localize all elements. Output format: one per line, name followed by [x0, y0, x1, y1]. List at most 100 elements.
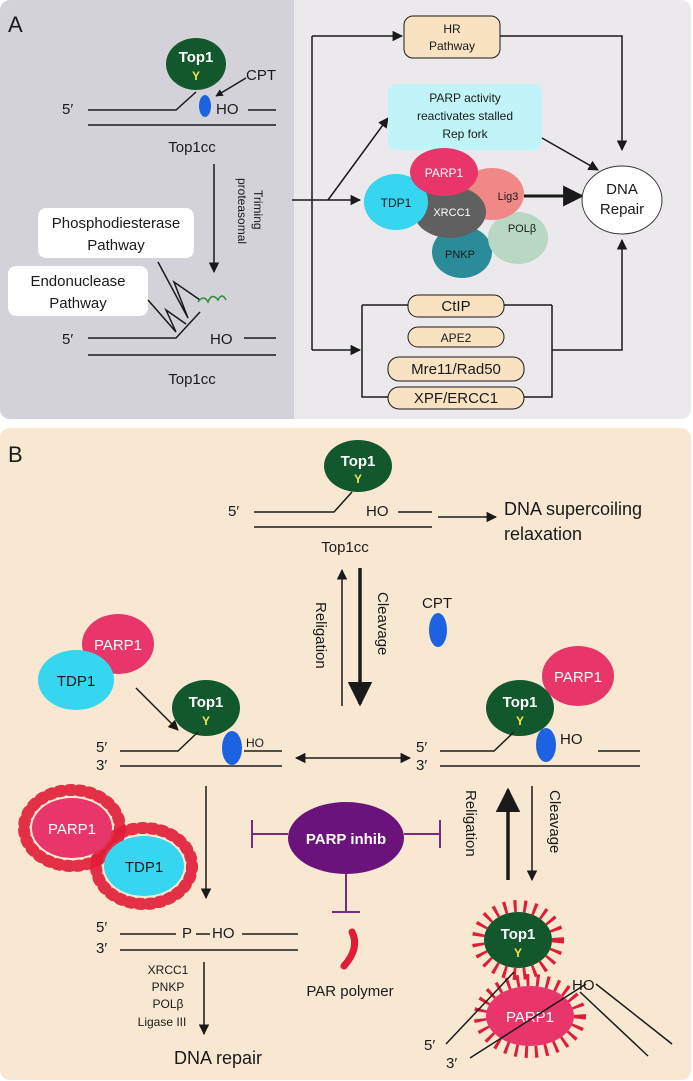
svg-text:Pathway: Pathway [429, 39, 475, 53]
dna-repair-node: DNA Repair [581, 165, 663, 235]
five-prime-repair: 5′ [96, 919, 107, 936]
repair-factors: XRCC1 PNKP POLβ Ligase III [138, 962, 210, 1036]
svg-text:Ligase III: Ligase III [138, 1015, 187, 1029]
cpt-b-right [536, 728, 556, 762]
cpt-b-label: CPT [422, 595, 452, 612]
repair-complex: PARP1 Lig3 TDP1 XRCC1 POLβ PNKP [364, 148, 548, 278]
five-prime-label-2: 5′ [62, 331, 73, 348]
svg-text:Y: Y [202, 714, 210, 728]
svg-text:Phosphodiesterase: Phosphodiesterase [52, 215, 180, 232]
svg-text:TDP1: TDP1 [381, 196, 412, 210]
ho-b-bottom: HO [572, 977, 595, 994]
five-prime-b-right: 5′ [416, 739, 427, 756]
svg-text:TDP1: TDP1 [125, 859, 163, 876]
ho-label: HO [216, 101, 239, 118]
parp-activity-box: PARP activity reactivates stalled Rep fo… [388, 84, 542, 150]
cpt-b-molecule [429, 613, 447, 647]
svg-text:Y: Y [354, 472, 362, 486]
svg-text:Rep fork: Rep fork [442, 127, 488, 141]
dna-repair-label: DNA repair [174, 1048, 262, 1068]
svg-text:HR: HR [443, 22, 461, 36]
triming-label: Triming [251, 190, 265, 230]
par-polymer-shape [340, 928, 359, 970]
svg-text:TDP1: TDP1 [57, 673, 95, 690]
svg-text:Top1: Top1 [501, 926, 536, 943]
cleavage-label-top: Cleavage [374, 592, 391, 655]
svg-text:Lig3: Lig3 [498, 191, 519, 203]
svg-text:Pathway: Pathway [49, 295, 107, 312]
ho-repair: HO [212, 925, 235, 942]
cpt-arrow [215, 77, 247, 97]
peptide-remnant [197, 295, 227, 304]
dna-strand-b-top [254, 491, 432, 528]
svg-text:PARP1: PARP1 [425, 166, 464, 180]
svg-text:PARP1: PARP1 [506, 1009, 554, 1026]
svg-text:XRCC1: XRCC1 [148, 963, 189, 977]
svg-text:CtIP: CtIP [441, 298, 470, 315]
svg-text:APE2: APE2 [441, 331, 472, 345]
parylated-top1-parp1: Top1 Y PARP1 [472, 900, 586, 1058]
parylated-parp1-tdp1: PARP1 TDP1 [18, 784, 198, 910]
cpt-molecule [199, 95, 211, 117]
religation-label-right: Religation [462, 790, 479, 857]
top1cc-label-2: Top1cc [168, 371, 216, 388]
svg-text:PARP activity: PARP activity [429, 91, 501, 105]
p-label: P [182, 925, 192, 942]
three-prime-b-right: 3′ [416, 757, 427, 774]
dna-strand-b-left [120, 731, 282, 767]
svg-text:Top1: Top1 [341, 453, 376, 470]
parp1-tdp1-left: PARP1 TDP1 [38, 614, 154, 710]
svg-text:Pathway: Pathway [87, 237, 145, 254]
top1-enzyme: Top1 Y [166, 38, 226, 90]
svg-text:PNKP: PNKP [445, 249, 475, 261]
parp-activity-arrow [541, 137, 599, 171]
svg-text:XRCC1: XRCC1 [433, 207, 470, 219]
hr-pathway-box: HR Pathway [403, 15, 501, 59]
svg-text:POLβ: POLβ [153, 997, 184, 1011]
hr-to-repair-arrow [500, 35, 628, 152]
cpt-label: CPT [246, 67, 276, 84]
svg-text:XPF/ERCC1: XPF/ERCC1 [414, 390, 498, 407]
svg-text:Top1: Top1 [189, 694, 224, 711]
phospho-lightning [157, 261, 201, 319]
svg-text:PARP1: PARP1 [554, 669, 602, 686]
branch-arrows [292, 30, 404, 356]
top1cc-label: Top1cc [168, 139, 216, 156]
five-prime-b-bottom: 5′ [424, 1037, 435, 1054]
svg-text:Top1: Top1 [503, 694, 538, 711]
nuclease-to-repair-arrow [552, 238, 628, 351]
svg-text:PARP1: PARP1 [94, 637, 142, 654]
dna-strand-b-right [440, 731, 640, 767]
svg-text:Repair: Repair [600, 201, 644, 218]
dna-strand-repair [120, 933, 298, 951]
svg-text:Y: Y [516, 714, 524, 728]
panel-b-label: B [8, 442, 23, 467]
svg-text:POLβ: POLβ [508, 223, 536, 235]
ho-b-left: HO [246, 736, 264, 750]
par-polymer-label: PAR polymer [306, 983, 393, 1000]
parp-inhibitor: PARP inhib [288, 802, 404, 874]
five-prime-b-top: 5′ [228, 503, 239, 520]
phosphodiesterase-callout: Phosphodiesterase Pathway [38, 208, 194, 258]
panel-a-label: A [8, 12, 23, 37]
svg-text:PARP1: PARP1 [48, 821, 96, 838]
supercoil-label-2: relaxation [504, 524, 582, 544]
parp1-tdp1-arrow [135, 687, 179, 731]
svg-text:Top1: Top1 [179, 49, 214, 66]
dna-strand-bottom [88, 311, 276, 356]
svg-text:reactivates stalled: reactivates stalled [417, 109, 513, 123]
three-prime-b-bottom: 3′ [446, 1055, 457, 1072]
svg-text:DNA: DNA [606, 181, 638, 198]
top1cc-b-label: Top1cc [321, 539, 369, 556]
top1-parp1-right: PARP1 Top1 Y [486, 646, 614, 736]
svg-text:PNKP: PNKP [152, 980, 185, 994]
svg-text:Y: Y [192, 69, 200, 83]
ho-label-2: HO [210, 331, 233, 348]
endo-lightning [147, 299, 187, 333]
five-prime-b-left: 5′ [96, 739, 107, 756]
svg-text:PARP inhib: PARP inhib [306, 831, 386, 848]
endonuclease-callout: Endonuclease Pathway [8, 266, 148, 316]
svg-text:Y: Y [514, 946, 522, 960]
inhibition-bars [251, 820, 441, 913]
